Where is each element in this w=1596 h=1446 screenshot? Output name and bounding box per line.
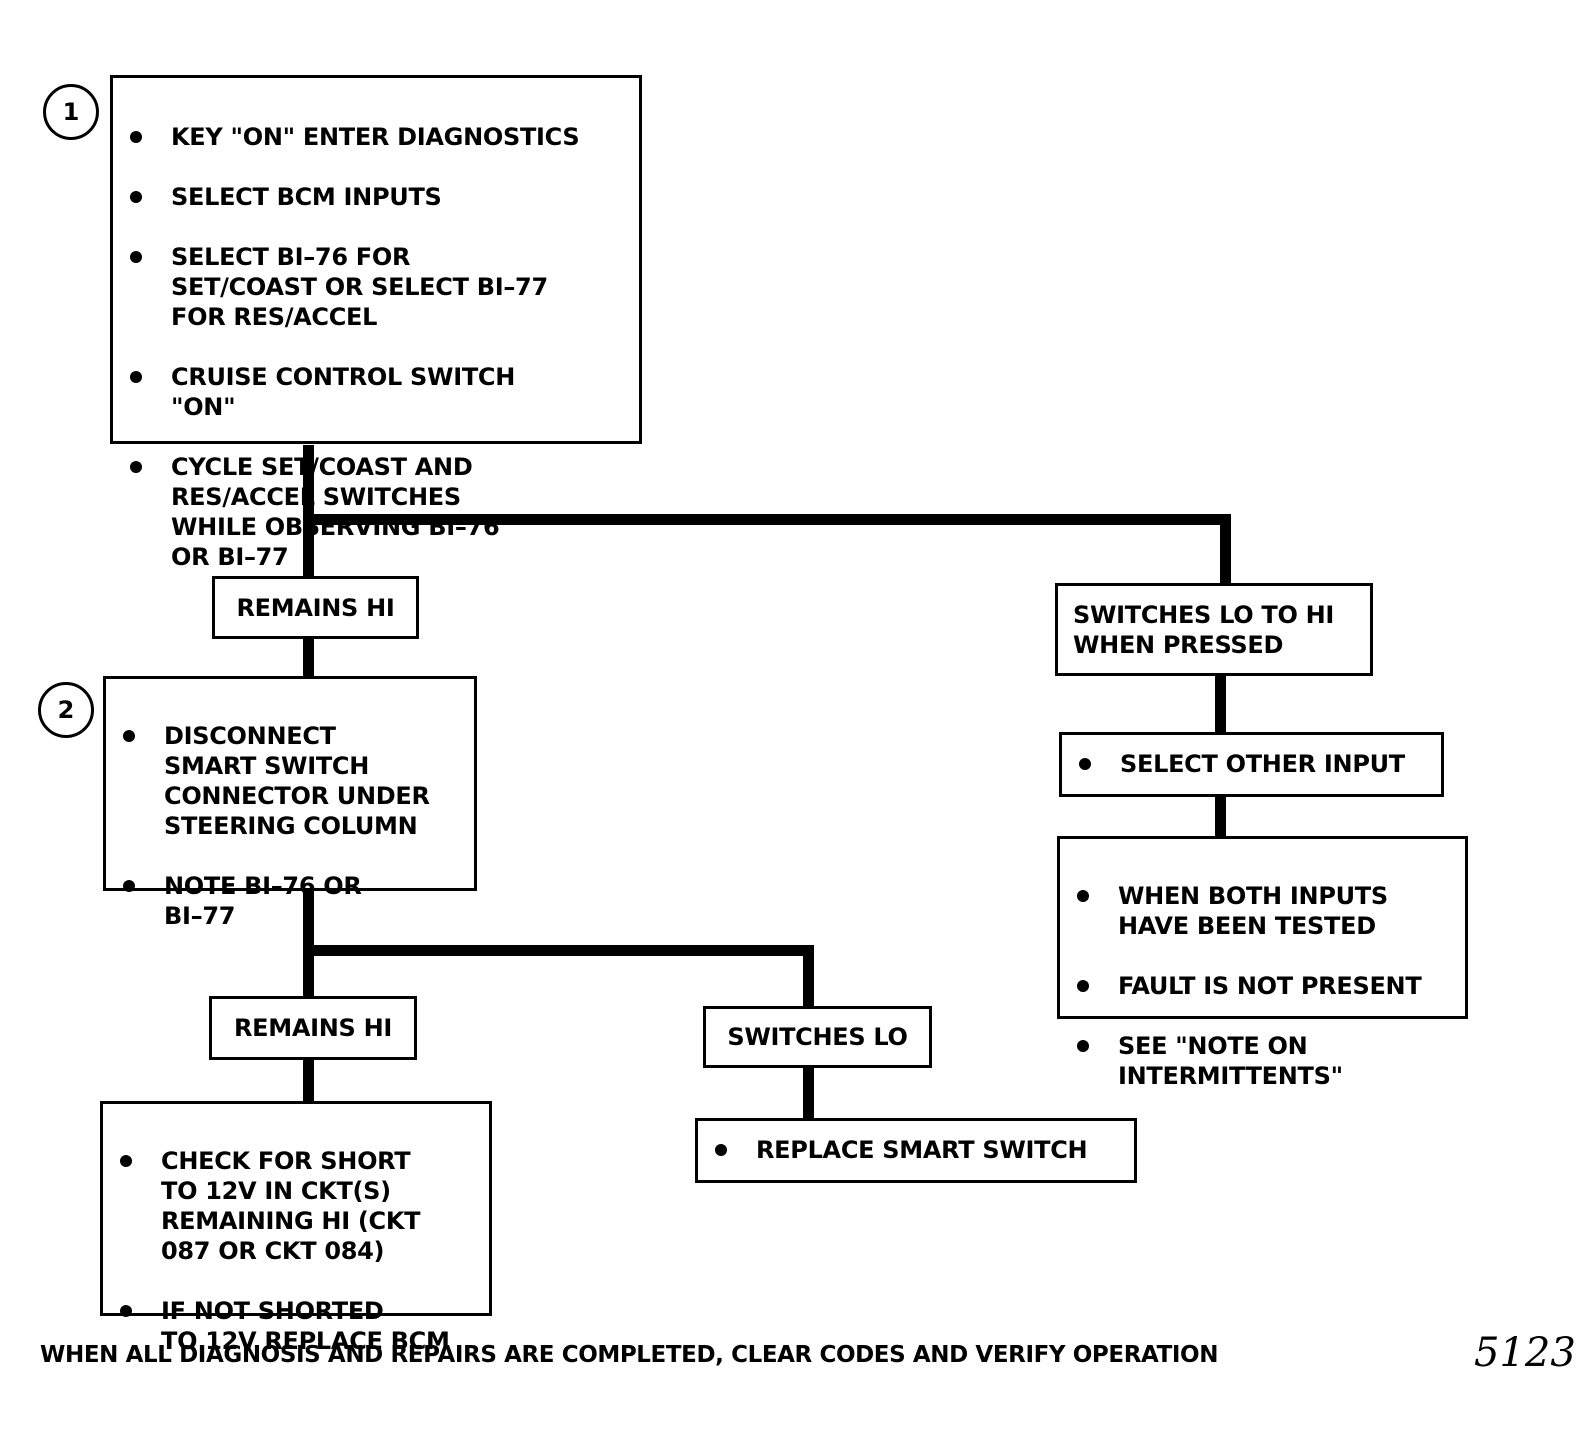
check-short-item: CHECK FOR SHORT TO 12V IN CKT(S) REMAINI…: [103, 1146, 489, 1266]
connector-remains-hi-to-step2: [303, 636, 314, 678]
replace-smart-switch-list: REPLACE SMART SWITCH: [698, 1135, 1134, 1165]
replace-smart-switch-item: REPLACE SMART SWITCH: [698, 1135, 1134, 1165]
connector-step2-down: [303, 890, 314, 997]
step-1-marker: 1: [43, 84, 99, 140]
check-short-list: CHECK FOR SHORT TO 12V IN CKT(S) REMAINI…: [103, 1116, 489, 1386]
switches-lo-to-hi-box: SWITCHES LO TO HI WHEN PRESSED: [1055, 583, 1373, 676]
remains-hi-label: REMAINS HI: [236, 593, 395, 622]
step-2-marker: 2: [38, 682, 94, 738]
both-inputs-tested-box: WHEN BOTH INPUTS HAVE BEEN TESTED FAULT …: [1057, 836, 1468, 1090]
step-1-item: KEY "ON" ENTER DIAGNOSTICS: [113, 122, 629, 152]
step-2-list: DISCONNECT SMART SWITCH CONNECTOR UNDER …: [106, 691, 474, 961]
both-inputs-tested-item: SEE "NOTE ON INTERMITTENTS": [1060, 1031, 1465, 1091]
step-1-item: SELECT BI–76 FOR SET/COAST OR SELECT BI–…: [113, 242, 629, 332]
connector-lohi-to-select: [1215, 675, 1226, 733]
step-1-list: KEY "ON" ENTER DIAGNOSTICS SELECT BCM IN…: [113, 92, 629, 602]
footer-note: WHEN ALL DIAGNOSIS AND REPAIRS ARE COMPL…: [40, 1342, 1219, 1368]
switches-lo-box: SWITCHES LO: [703, 1006, 932, 1068]
switches-lo-to-hi-label: SWITCHES LO TO HI WHEN PRESSED: [1073, 600, 1335, 659]
connector-branch2-horizontal: [303, 945, 814, 956]
step-2-number: 2: [57, 696, 75, 724]
replace-smart-switch-box: REPLACE SMART SWITCH: [695, 1118, 1137, 1183]
step-2-box: DISCONNECT SMART SWITCH CONNECTOR UNDER …: [103, 676, 477, 930]
remains-hi-box: REMAINS HI: [212, 576, 419, 639]
figure-number: 5123: [1474, 1330, 1576, 1376]
switches-lo-label: SWITCHES LO: [727, 1023, 908, 1051]
connector-to-switches-lo-hi: [1220, 514, 1231, 586]
connector-remains-hi2-to-check: [303, 1059, 314, 1104]
step-2-item: DISCONNECT SMART SWITCH CONNECTOR UNDER …: [106, 721, 474, 841]
step-1-item: SELECT BCM INPUTS: [113, 182, 629, 212]
select-other-input-list: SELECT OTHER INPUT: [1062, 749, 1441, 779]
step-1-item: CYCLE SET/COAST AND RES/ACCEL SWITCHES W…: [113, 452, 629, 572]
connector-to-switches-lo: [803, 945, 814, 1007]
check-short-box: CHECK FOR SHORT TO 12V IN CKT(S) REMAINI…: [100, 1101, 492, 1355]
step-1-item: CRUISE CONTROL SWITCH "ON": [113, 362, 629, 422]
step-1-number: 1: [62, 98, 80, 126]
select-other-input-box: SELECT OTHER INPUT: [1059, 732, 1444, 797]
both-inputs-tested-list: WHEN BOTH INPUTS HAVE BEEN TESTED FAULT …: [1060, 851, 1465, 1121]
connector-step1-down: [303, 445, 314, 580]
step-1-box: KEY "ON" ENTER DIAGNOSTICS SELECT BCM IN…: [110, 75, 642, 571]
remains-hi-2-label: REMAINS HI: [233, 1014, 392, 1042]
select-other-input-item: SELECT OTHER INPUT: [1062, 749, 1441, 779]
remains-hi-2-box: REMAINS HI: [209, 996, 417, 1060]
check-short-item: IF NOT SHORTED TO 12V REPLACE BCM: [103, 1296, 489, 1356]
both-inputs-tested-item: WHEN BOTH INPUTS HAVE BEEN TESTED: [1060, 881, 1465, 941]
both-inputs-tested-item: FAULT IS NOT PRESENT: [1060, 971, 1465, 1001]
connector-switches-lo-to-replace: [803, 1066, 814, 1120]
step-2-item: NOTE BI–76 OR BI–77: [106, 871, 474, 931]
connector-branch-horizontal: [303, 514, 1231, 525]
connector-select-to-tested: [1215, 796, 1226, 838]
